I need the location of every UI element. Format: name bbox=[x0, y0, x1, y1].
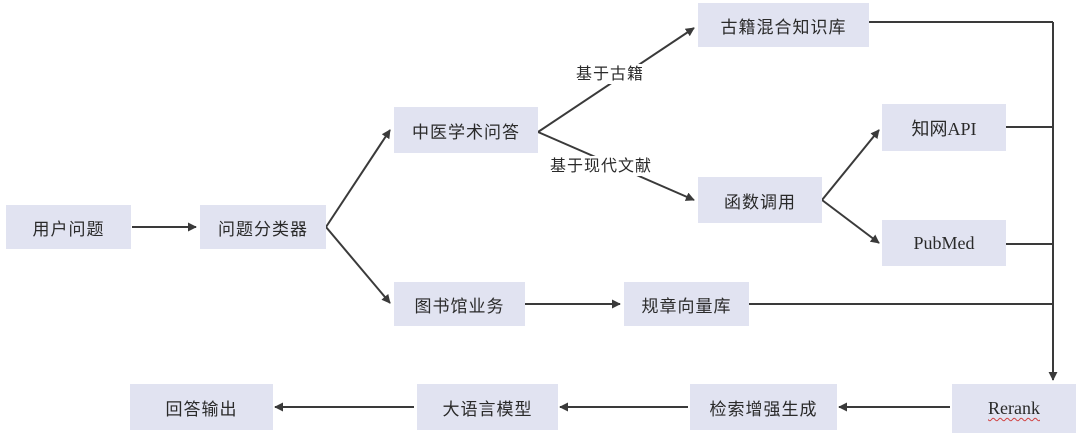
node-rules-vector-db: 规章向量库 bbox=[624, 282, 749, 326]
rerank-label: Rerank bbox=[988, 398, 1040, 418]
edge-function-to-pubmed bbox=[821, 199, 880, 244]
node-function-call: 函数调用 bbox=[698, 177, 822, 223]
node-rag: 检索增强生成 bbox=[690, 384, 837, 430]
edge-function-to-cnki bbox=[821, 129, 880, 201]
node-llm: 大语言模型 bbox=[417, 384, 558, 430]
node-pubmed: PubMed bbox=[882, 220, 1006, 266]
edge-classifier-to-tcm bbox=[325, 129, 391, 228]
edge-classifier-to-library bbox=[325, 226, 391, 304]
node-library-business: 图书馆业务 bbox=[394, 282, 525, 326]
node-question-classifier: 问题分类器 bbox=[200, 205, 326, 249]
node-user-question: 用户问题 bbox=[6, 205, 131, 249]
edge-label-based-on-modern-literature: 基于现代文献 bbox=[548, 156, 655, 176]
node-answer-output: 回答输出 bbox=[130, 384, 273, 430]
node-tcm-academic-qa: 中医学术问答 bbox=[394, 107, 538, 153]
node-rerank: Rerank bbox=[952, 384, 1076, 433]
node-ancient-books-kb: 古籍混合知识库 bbox=[698, 3, 869, 47]
edge-label-based-on-ancient-books: 基于古籍 bbox=[574, 64, 647, 84]
node-cnki-api: 知网API bbox=[882, 104, 1006, 151]
